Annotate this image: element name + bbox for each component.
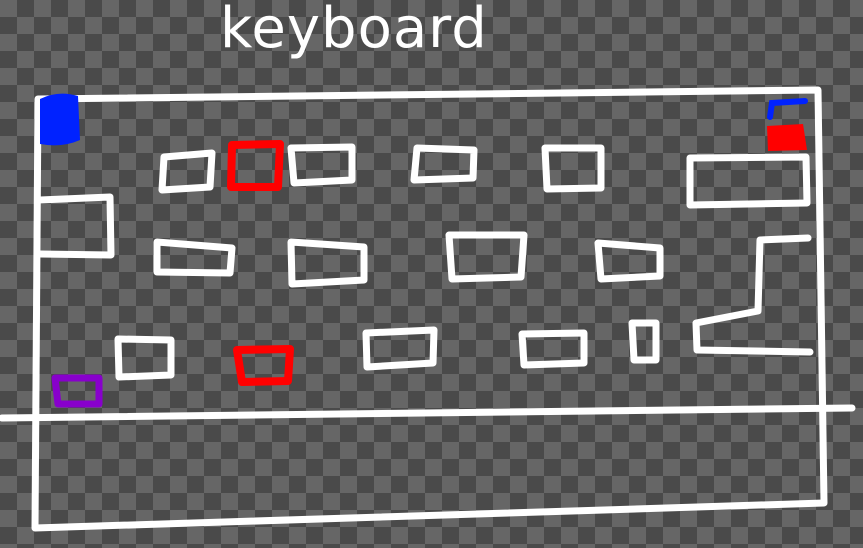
key (594, 239, 664, 283)
key (541, 144, 605, 193)
blue-outline-marker (767, 98, 808, 120)
key (445, 231, 528, 283)
key-highlighted-red (227, 140, 284, 191)
key (158, 149, 216, 194)
red-fill-marker-icon (767, 124, 807, 151)
key (518, 329, 588, 369)
key-highlighted-red (233, 345, 294, 386)
key (153, 238, 236, 277)
keyboard-outline (31, 86, 828, 532)
key (114, 335, 175, 381)
key (362, 326, 438, 371)
key (287, 238, 368, 288)
key (410, 144, 478, 184)
key (287, 143, 356, 187)
key-highlighted-purple (51, 374, 103, 408)
spacebar-line (0, 404, 856, 422)
blue-fill-marker-icon (40, 93, 80, 146)
key (686, 153, 811, 209)
keyboard-title: keyboard (220, 0, 488, 61)
key (628, 319, 660, 364)
key (36, 193, 115, 259)
key (692, 234, 814, 356)
